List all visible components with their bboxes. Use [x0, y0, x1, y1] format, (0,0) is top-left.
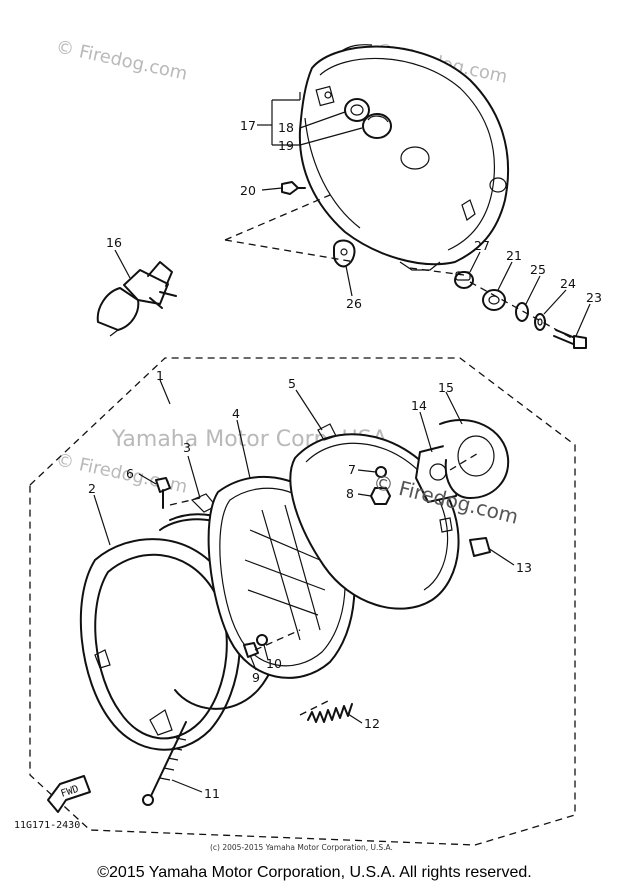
callout-13: 13: [516, 560, 532, 575]
callout-6: 6: [126, 466, 134, 481]
assembly-boundary-box: [29, 357, 576, 846]
callout-9: 9: [252, 670, 260, 685]
clamp-26: [333, 239, 356, 268]
assembly-dashed-line-upper: [224, 194, 576, 341]
callout-11: 11: [204, 786, 220, 801]
fwd-label: FWD: [60, 784, 81, 800]
nut-10: [256, 634, 268, 646]
callout-27: 27: [474, 238, 490, 253]
callout-14: 14: [411, 398, 427, 413]
watermark-mid-left: © Firedog.com: [54, 449, 189, 497]
spring-12: [307, 703, 353, 723]
washer-24: [534, 313, 546, 331]
bolt-23: [553, 329, 587, 349]
callout-2: 2: [88, 481, 96, 496]
callout-20: 20: [240, 183, 256, 198]
small-copyright: (c) 2005-2015 Yamaha Motor Corporation, …: [210, 843, 393, 852]
callout-10: 10: [266, 656, 282, 671]
callout-12: 12: [364, 716, 380, 731]
diagram-code: 11G171-2430: [14, 820, 80, 831]
callout-24: 24: [560, 276, 576, 291]
callout-17: 17: [240, 118, 256, 133]
footer-copyright: ©2015 Yamaha Motor Corporation, U.S.A. A…: [97, 864, 532, 881]
callout-5: 5: [288, 376, 296, 391]
collar-21: [482, 289, 506, 311]
callout-4: 4: [232, 406, 240, 421]
callout-21: 21: [506, 248, 522, 263]
callout-numbers: 1 2 3 4 5 6 7 8 9 10 11 12 13 14 15 16 1…: [88, 118, 602, 801]
callout-26: 26: [346, 296, 362, 311]
switch-knob-18: [344, 98, 370, 122]
socket-cover-15: [439, 419, 510, 499]
callout-leaders: [93, 92, 591, 793]
callout-18: 18: [278, 120, 294, 135]
screw-9: [243, 642, 259, 658]
screw-6: [155, 477, 171, 509]
callout-8: 8: [346, 486, 354, 501]
callout-3: 3: [183, 440, 191, 455]
adjuster-13: [469, 537, 491, 557]
callout-1: 1: [156, 368, 164, 383]
callout-25: 25: [530, 262, 546, 277]
bulb-16: [96, 261, 177, 337]
headlight-rim-2: [79, 538, 242, 751]
washer-25: [515, 302, 529, 322]
callout-16: 16: [106, 235, 122, 250]
watermark-top-left: © Firedog.com: [54, 36, 189, 84]
screw-20: [281, 181, 306, 195]
switch-cap-19: [362, 113, 392, 139]
adjusting-screw-11: [142, 721, 187, 806]
callout-23: 23: [586, 290, 602, 305]
callout-15: 15: [438, 380, 454, 395]
fwd-arrow-icon: FWD: [47, 775, 91, 813]
assembly-dashed-line-lower: [169, 451, 481, 716]
callout-7: 7: [348, 462, 356, 477]
callout-19: 19: [278, 138, 294, 153]
rubber-grommet-27: [454, 271, 474, 289]
